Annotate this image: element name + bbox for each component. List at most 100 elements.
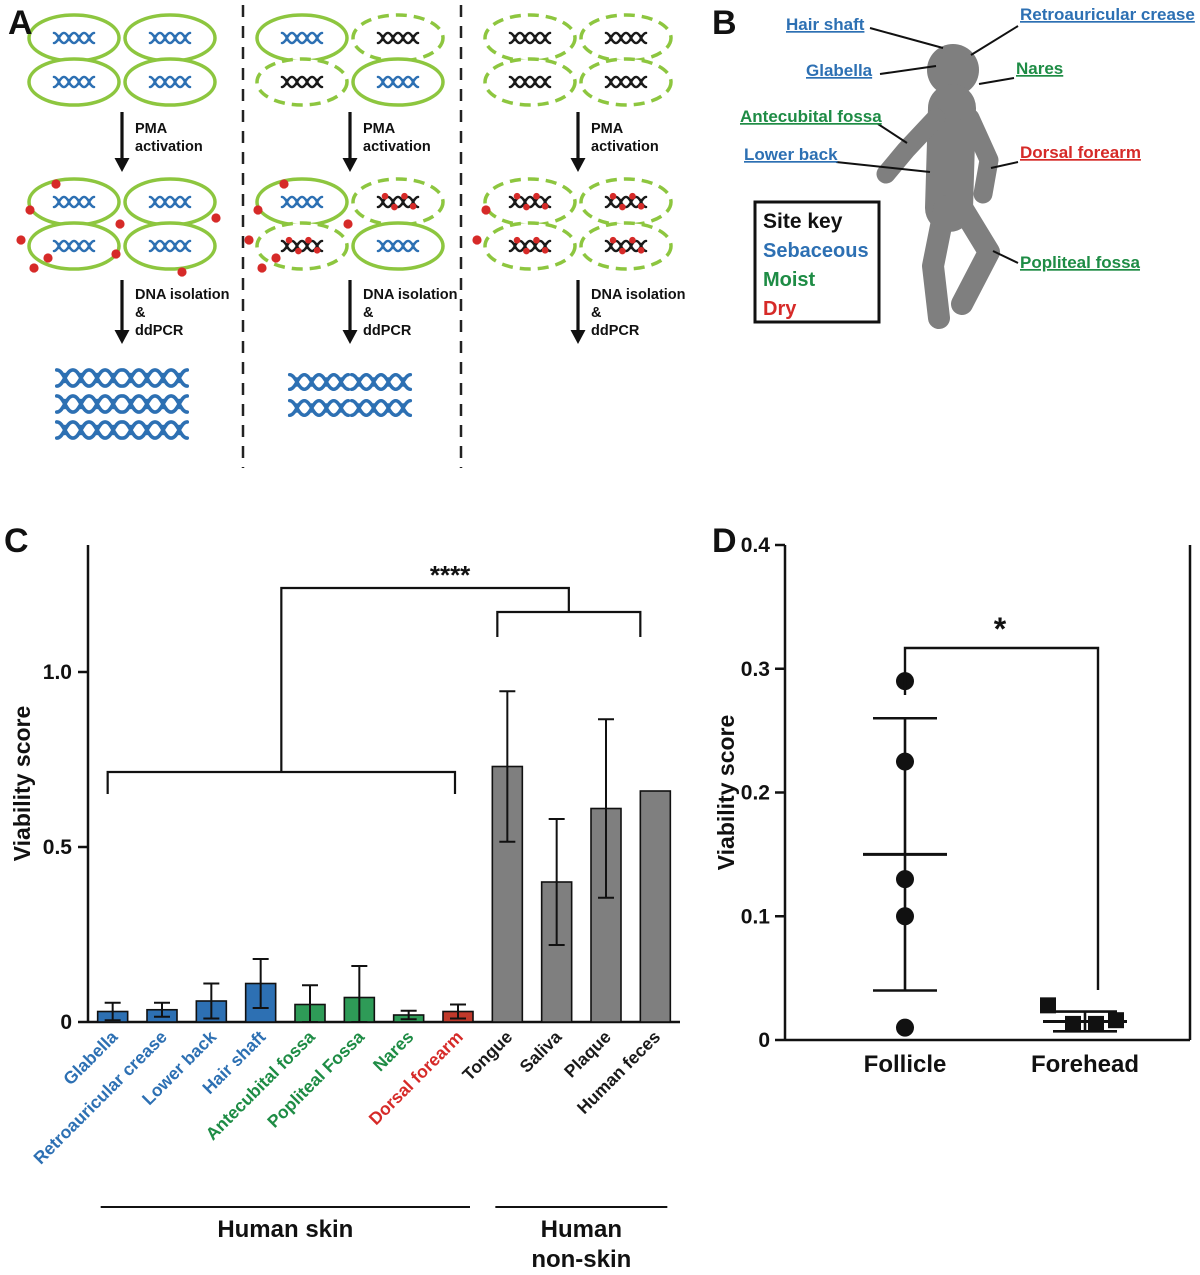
error-bar <box>598 718 614 899</box>
dna-helix-icon <box>54 420 124 440</box>
site-label-hair-shaft: Hair shaft <box>786 15 865 34</box>
workflow-arrow <box>114 280 130 344</box>
silhouette-torso <box>925 84 976 232</box>
bar-human-feces <box>639 790 672 1023</box>
dna-helix-icon <box>148 31 192 45</box>
live-cell <box>27 177 121 227</box>
pma-dye-dot <box>43 253 53 263</box>
live-cell <box>27 221 121 271</box>
panel-c-letter: C <box>4 522 29 560</box>
pma-dye-dot <box>211 213 221 223</box>
group-label-human-non-skin: Human <box>541 1216 622 1243</box>
pma-dye-dot <box>29 263 39 273</box>
significance-bracket-nonskin <box>496 610 642 637</box>
pma-dye-dot <box>381 192 389 200</box>
xtick-saliva: Saliva <box>516 1027 566 1077</box>
point-forehead <box>1088 1015 1104 1032</box>
pma-dye-dot <box>481 205 491 215</box>
pma-activation-label: PMA <box>363 121 396 137</box>
significance-star: * <box>994 611 1007 647</box>
dna-helix-icon <box>52 31 96 45</box>
y-tick-label: 0.4 <box>741 534 771 557</box>
group-label-human-skin: Human skin <box>217 1216 353 1243</box>
significance-bracket <box>903 646 1100 990</box>
pma-dye-dot <box>523 247 530 255</box>
dna-helix-icon <box>376 192 420 211</box>
point-forehead <box>1040 997 1056 1014</box>
dna-helix-icon <box>120 394 190 414</box>
error-bar <box>252 958 269 1009</box>
live-cell <box>27 57 121 107</box>
pma-dye-dot <box>513 192 521 200</box>
dna-helix-icon <box>349 372 413 392</box>
pma-dye-dot <box>533 236 540 244</box>
dna-helix-icon <box>376 239 420 253</box>
y-tick-label: 0.3 <box>741 658 770 681</box>
pma-dye-dot <box>609 192 617 200</box>
site-label-popliteal-fossa: Popliteal fossa <box>1020 253 1141 272</box>
pma-dye-dot <box>619 203 626 211</box>
dead-cell <box>579 57 673 107</box>
error-bar <box>548 818 565 946</box>
live-cell <box>255 13 349 63</box>
site-pointer-line <box>869 27 944 49</box>
pma-dye-dot <box>629 192 636 200</box>
pma-dye-dot <box>409 203 417 210</box>
site-label-retroauricular-crease: Retroauricular crease <box>1020 5 1195 24</box>
site-pointer-line <box>835 161 931 173</box>
dna-helix-icon <box>508 192 552 211</box>
dna-helix-icon <box>376 31 420 45</box>
error-bar <box>104 1001 121 1022</box>
pma-dye-dot <box>609 236 617 244</box>
dead-cell <box>483 221 577 271</box>
pma-dye-dot <box>343 219 353 229</box>
pma-dye-dot <box>533 192 540 200</box>
dna-helix-icon <box>508 75 552 89</box>
dna-helix-icon <box>604 75 648 89</box>
dead-cell <box>483 177 577 227</box>
group-label-human-non-skin: non-skin <box>531 1246 631 1273</box>
pma-dye-dot <box>177 267 187 277</box>
pma-dye-dot <box>523 203 530 211</box>
dna-helix-icon <box>120 368 190 388</box>
dna-helix-icon <box>54 394 124 414</box>
error-bar <box>450 1003 466 1020</box>
live-cell <box>351 57 445 107</box>
pma-dye-dot <box>257 263 267 273</box>
y-tick-label: 0 <box>60 1011 72 1034</box>
dna-helix-icon <box>148 75 192 89</box>
pma-dye-dot <box>115 219 125 229</box>
pma-dye-dot <box>401 192 408 200</box>
site-key-moist: Moist <box>763 269 816 291</box>
dead-cell <box>351 13 445 63</box>
point-forehead <box>1108 1012 1124 1029</box>
pma-dye-dot <box>244 235 254 245</box>
pma-dye-dot <box>305 236 312 244</box>
dna-helix-icon <box>52 195 96 209</box>
dna-isolation-label: ddPCR <box>363 323 412 339</box>
dna-helix-icon <box>287 372 351 392</box>
dna-helix-icon <box>280 195 324 209</box>
site-pointer-line <box>992 250 1019 264</box>
dead-cell <box>483 13 577 63</box>
dna-helix-icon <box>52 75 96 89</box>
pma-dye-dot <box>619 247 626 255</box>
dna-isolation-label: DNA isolation <box>135 287 230 303</box>
pma-dye-dot <box>253 205 263 215</box>
pma-dye-dot <box>637 247 645 254</box>
site-key-title: Site key <box>763 210 843 233</box>
live-cell <box>123 13 217 63</box>
y-tick-label: 0.1 <box>741 905 771 928</box>
dna-helix-icon <box>148 239 192 253</box>
y-tick-label: 0.2 <box>741 782 770 805</box>
pma-activation-label: activation <box>135 139 203 155</box>
dna-helix-icon <box>280 236 324 255</box>
site-key-box <box>753 200 881 324</box>
dna-helix-icon <box>280 31 324 45</box>
site-pointer-line <box>877 123 908 144</box>
significance-stars: **** <box>430 560 471 590</box>
pma-activation-label: activation <box>363 139 431 155</box>
dead-cell <box>483 57 577 107</box>
pma-activation-label: activation <box>591 139 659 155</box>
